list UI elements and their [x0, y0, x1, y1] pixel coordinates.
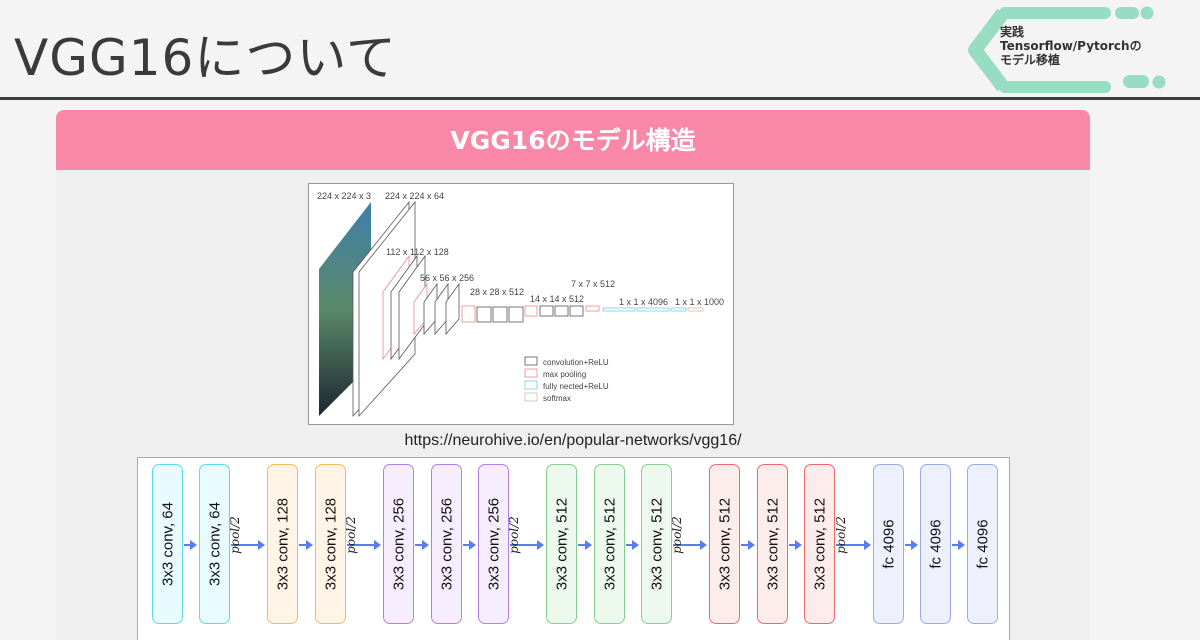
arrow-icon	[415, 540, 429, 550]
panel-heading: VGG16のモデル構造	[56, 110, 1090, 170]
vgg16-architecture-image: 224 x 224 x 3 224 x 224 x 64 112 x 112 x…	[308, 183, 734, 425]
layer-label: 3x3 conv, 256	[390, 497, 407, 591]
vgg16-layer-diagram: 3x3 conv, 64 3x3 conv, 64 pool/2 3x3 conv, …	[137, 457, 1010, 640]
legend-item: max pooling	[543, 370, 586, 379]
arrow-icon	[741, 540, 755, 550]
pool-label: pool/2	[506, 516, 521, 554]
arrow-icon	[905, 540, 918, 550]
dim-label: 224 x 224 x 3	[317, 191, 371, 201]
layer-block: 3x3 conv, 512	[757, 464, 788, 624]
dim-label: 7 x 7 x 512	[571, 279, 615, 289]
layer-label: 3x3 conv, 512	[764, 497, 781, 591]
layer-block: fc 4096	[920, 464, 951, 624]
dim-label: 56 x 56 x 256	[420, 273, 474, 283]
badge-line: Tensorflow/Pytorchの	[1000, 39, 1142, 53]
layer-block: 3x3 conv, 256	[431, 464, 462, 624]
layer-block: 3x3 conv, 512	[804, 464, 835, 624]
legend-item: convolution+ReLU	[543, 358, 609, 367]
arrow-icon	[299, 540, 313, 550]
layer-label: 3x3 conv, 512	[648, 497, 665, 591]
dim-label: 28 x 28 x 512	[470, 287, 524, 297]
layer-block: 3x3 conv, 512	[546, 464, 577, 624]
pool-label: pool/2	[833, 516, 848, 554]
source-url: https://neurohive.io/en/popular-networks…	[404, 432, 742, 449]
layer-block: 3x3 conv, 512	[594, 464, 625, 624]
dim-label: 14 x 14 x 512	[530, 294, 584, 304]
layer-label: fc 4096	[927, 519, 944, 569]
arrow-icon	[510, 540, 544, 550]
dim-label: 1 x 1 x 4096	[619, 297, 668, 307]
layer-block: 3x3 conv, 64	[199, 464, 230, 624]
dim-label: 224 x 224 x 64	[385, 191, 444, 201]
layer-block: 3x3 conv, 64	[152, 464, 183, 624]
layer-label: 3x3 conv, 256	[485, 497, 502, 591]
arrow-icon	[347, 540, 381, 550]
badge-line: モデル移植	[1000, 53, 1061, 67]
content-panel: VGG16のモデル構造 224 x 224 x 3 224 x 224 x 64…	[56, 110, 1090, 640]
arrow-icon	[231, 540, 265, 550]
arrow-icon	[673, 540, 707, 550]
page-title: VGG16について	[14, 29, 397, 87]
badge-chevron-icon	[968, 6, 1166, 93]
arrow-icon	[184, 540, 197, 550]
pool-label: pool/2	[669, 516, 684, 554]
layer-label: 3x3 conv, 512	[601, 497, 618, 591]
arrow-icon	[952, 540, 965, 550]
layer-block: 3x3 conv, 512	[641, 464, 672, 624]
layer-block: fc 4096	[967, 464, 998, 624]
layer-block: 3x3 conv, 128	[315, 464, 346, 624]
layer-label: 3x3 conv, 128	[322, 497, 339, 591]
layer-block: 3x3 conv, 128	[267, 464, 298, 624]
badge-text: 実践 Tensorflow/Pytorchの モデル移植	[1000, 25, 1142, 67]
pool-label: pool/2	[343, 516, 358, 554]
layer-block: 3x3 conv, 256	[383, 464, 414, 624]
layer-label: 3x3 conv, 128	[274, 497, 291, 591]
layer-label: 3x3 conv, 512	[811, 497, 828, 591]
arrow-icon	[789, 540, 802, 550]
layer-label: 3x3 conv, 512	[553, 497, 570, 591]
arrow-icon	[626, 540, 639, 550]
layer-label: 3x3 conv, 512	[716, 497, 733, 591]
layer-label: 3x3 conv, 256	[438, 497, 455, 591]
dim-label: 1 x 1 x 1000	[675, 297, 724, 307]
arrow-icon	[463, 540, 476, 550]
title-divider	[0, 97, 1200, 100]
pool-label: pool/2	[227, 516, 242, 554]
layer-block: fc 4096	[873, 464, 904, 624]
layer-block: 3x3 conv, 256	[478, 464, 509, 624]
arrow-icon	[836, 540, 871, 550]
badge-line: 実践	[1000, 25, 1025, 39]
layer-label: fc 4096	[974, 519, 991, 569]
dim-label: 112 x 112 x 128	[386, 247, 449, 257]
layer-label: 3x3 conv, 64	[206, 502, 223, 586]
legend-item: fully nected+ReLU	[543, 382, 609, 391]
arrow-icon	[578, 540, 592, 550]
legend-item: softmax	[543, 394, 571, 403]
layer-block: 3x3 conv, 512	[709, 464, 740, 624]
layer-label: fc 4096	[880, 519, 897, 569]
layer-label: 3x3 conv, 64	[159, 502, 176, 586]
